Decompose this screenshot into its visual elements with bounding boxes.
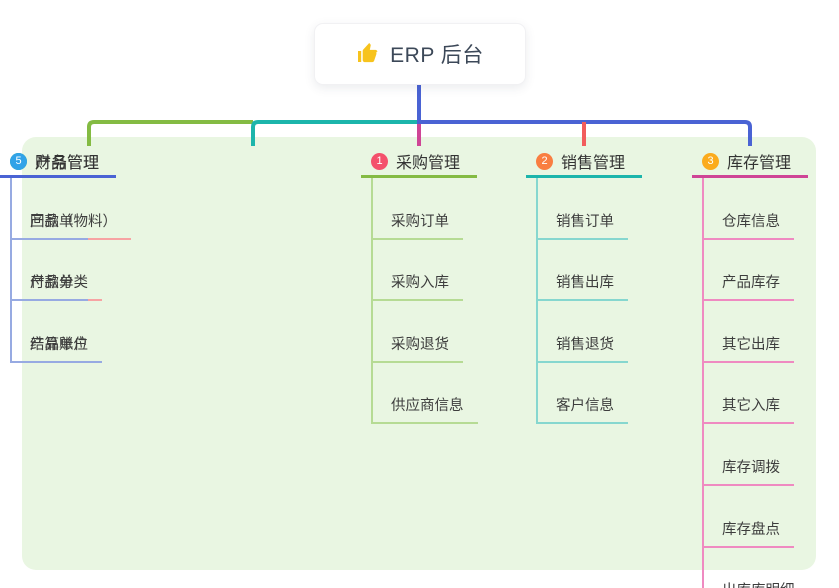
branch-title-sales[interactable]: 2 销售管理 <box>526 147 642 178</box>
child-item[interactable]: 采购入库 <box>373 240 463 302</box>
child-item[interactable]: 库存调拨 <box>704 424 794 486</box>
child-item[interactable]: 产品库存 <box>704 240 794 302</box>
child-item[interactable]: 销售出库 <box>538 240 628 302</box>
branch-children: 销售订单销售出库销售退货客户信息 <box>536 178 642 425</box>
child-item[interactable]: 采购退货 <box>373 301 463 363</box>
root-node-label: ERP 后台 <box>390 44 484 67</box>
branch-children: 采购订单采购入库采购退货供应商信息 <box>371 178 478 425</box>
child-item[interactable]: 结算账户 <box>12 301 102 363</box>
child-item[interactable]: 销售订单 <box>538 178 628 240</box>
child-item[interactable]: 销售退货 <box>538 301 628 363</box>
child-item[interactable]: 其它入库 <box>704 363 794 425</box>
branch-label: 财务管理 <box>35 155 100 172</box>
branch-sales: 2 销售管理 销售订单销售出库销售退货客户信息 <box>526 147 642 425</box>
branch-title-purchase[interactable]: 1 采购管理 <box>361 147 477 178</box>
branch-children: 仓库信息产品库存其它出库其它入库库存调拨库存盘点出库库明细 <box>702 178 808 588</box>
root-node[interactable]: ERP 后台 <box>314 23 526 85</box>
thumbs-up-icon <box>358 43 378 63</box>
child-item[interactable]: 客户信息 <box>538 363 628 425</box>
child-item[interactable]: 其它出库 <box>704 301 794 363</box>
child-item[interactable]: 出库库明细 <box>704 548 809 588</box>
child-item[interactable]: 供应商信息 <box>373 363 478 425</box>
branch-label: 库存管理 <box>727 155 792 172</box>
branch-badge-2: 2 <box>536 152 553 170</box>
branch-children: 回款单付款单结算账户 <box>10 178 116 363</box>
child-item[interactable]: 付款单 <box>12 240 88 302</box>
branch-finance: 5 财务管理 回款单付款单结算账户 <box>0 147 116 363</box>
child-item[interactable]: 仓库信息 <box>704 178 794 240</box>
branch-title-finance[interactable]: 5 财务管理 <box>0 147 116 178</box>
branch-title-inventory[interactable]: 3 库存管理 <box>692 147 808 178</box>
child-item[interactable]: 采购订单 <box>373 178 463 240</box>
child-item[interactable]: 库存盘点 <box>704 486 794 548</box>
branch-badge-1: 1 <box>371 152 388 170</box>
branch-label: 销售管理 <box>561 155 626 172</box>
branch-badge-3: 3 <box>702 152 719 170</box>
child-item[interactable]: 回款单 <box>12 178 88 240</box>
branches-background-panel <box>22 137 816 570</box>
branch-badge-5: 5 <box>10 152 27 170</box>
branch-label: 产品管理 <box>35 155 100 172</box>
branch-inventory: 3 库存管理 仓库信息产品库存其它出库其它入库库存调拨库存盘点出库库明细 <box>692 147 808 588</box>
branch-label: 采购管理 <box>396 155 461 172</box>
branch-purchase: 1 采购管理 采购订单采购入库采购退货供应商信息 <box>361 147 478 425</box>
